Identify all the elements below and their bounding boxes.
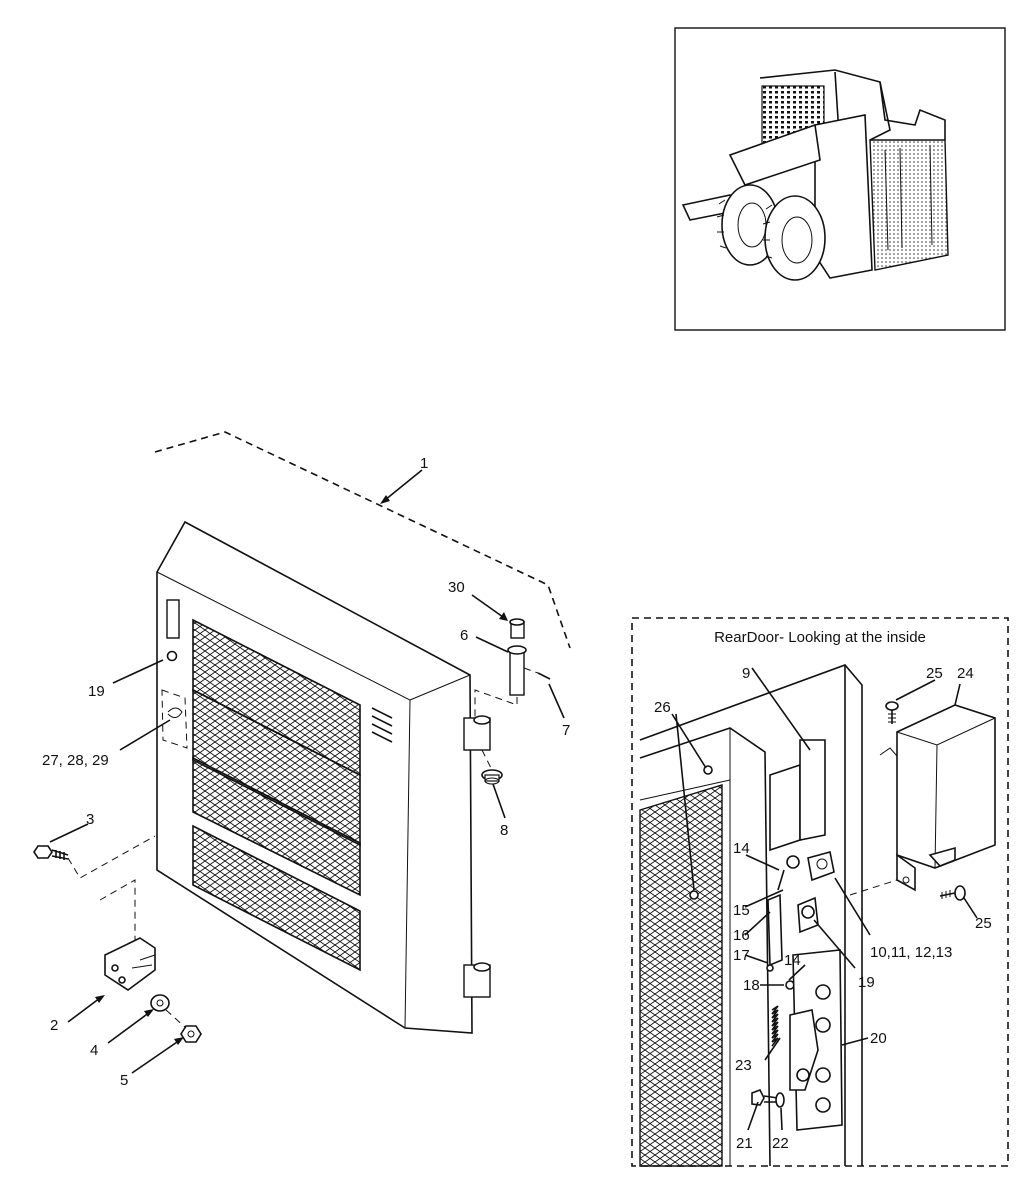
handle-slot	[166, 599, 180, 639]
callout-14-upper: 14	[733, 840, 750, 857]
cover-screw-bottom	[939, 885, 966, 901]
latch-cover	[849, 704, 996, 896]
callout-10-13: 10,11, 12,13	[870, 944, 952, 961]
cotter-pin	[537, 672, 551, 680]
callout-labels: 1 30 6 7 8 19 27, 28, 29 3 2 4 5 9 26 25…	[42, 455, 992, 1152]
callout-14-lower: 14	[784, 952, 801, 969]
callout-9: 9	[742, 665, 750, 682]
callout-6: 6	[460, 627, 468, 644]
lock-hole	[166, 650, 178, 662]
callout-5: 5	[120, 1072, 128, 1089]
latch-assembly	[789, 949, 843, 1131]
callout-25-bottom: 25	[975, 915, 992, 932]
callout-30: 30	[448, 579, 465, 596]
callout-20: 20	[870, 1030, 887, 1047]
mesh-panel-3	[192, 756, 361, 897]
callout-4: 4	[90, 1042, 98, 1059]
callout-16: 16	[733, 927, 750, 944]
bushing	[481, 749, 503, 785]
rear-door-exploded	[33, 431, 571, 1043]
callout-17: 17	[733, 947, 750, 964]
latch-linkage	[766, 851, 835, 990]
latch-handle	[769, 739, 826, 852]
callout-24: 24	[957, 665, 974, 682]
callout-19-detail: 19	[858, 974, 875, 991]
callout-8: 8	[500, 822, 508, 839]
callout-7: 7	[562, 722, 570, 739]
nut	[165, 1009, 202, 1043]
callout-19-main: 19	[88, 683, 105, 700]
bolt	[33, 835, 156, 879]
mesh-panel-4	[192, 824, 361, 972]
callout-leader-dashed	[154, 431, 571, 649]
callout-leaders	[49, 469, 978, 1131]
callout-23: 23	[735, 1057, 752, 1074]
callout-1: 1	[420, 455, 428, 472]
washer	[150, 994, 170, 1012]
callout-15: 15	[733, 902, 750, 919]
callout-26: 26	[654, 699, 671, 716]
hinge-pin	[474, 645, 527, 720]
callout-21: 21	[736, 1135, 753, 1152]
callout-3: 3	[86, 811, 94, 828]
door-bracket	[99, 879, 156, 991]
hinge-lower	[463, 962, 491, 998]
detail-mesh	[639, 784, 723, 1167]
callout-18: 18	[743, 977, 760, 994]
detail-title: RearDoor- Looking at the inside	[714, 629, 926, 646]
detail-bolt	[751, 1088, 785, 1108]
pin-cap	[509, 618, 525, 639]
callout-27-28-29: 27, 28, 29	[42, 752, 109, 769]
cover-screw-top	[879, 701, 899, 757]
side-vents	[371, 707, 393, 743]
hinge-upper	[463, 715, 491, 751]
callout-25-top: 25	[926, 665, 943, 682]
latch-spring	[771, 1005, 779, 1047]
callout-22: 22	[772, 1135, 789, 1152]
callout-2: 2	[50, 1017, 58, 1034]
rear-door-inside-detail: RearDoor- Looking at the inside	[631, 617, 1009, 1167]
machine-inset	[674, 27, 1006, 331]
